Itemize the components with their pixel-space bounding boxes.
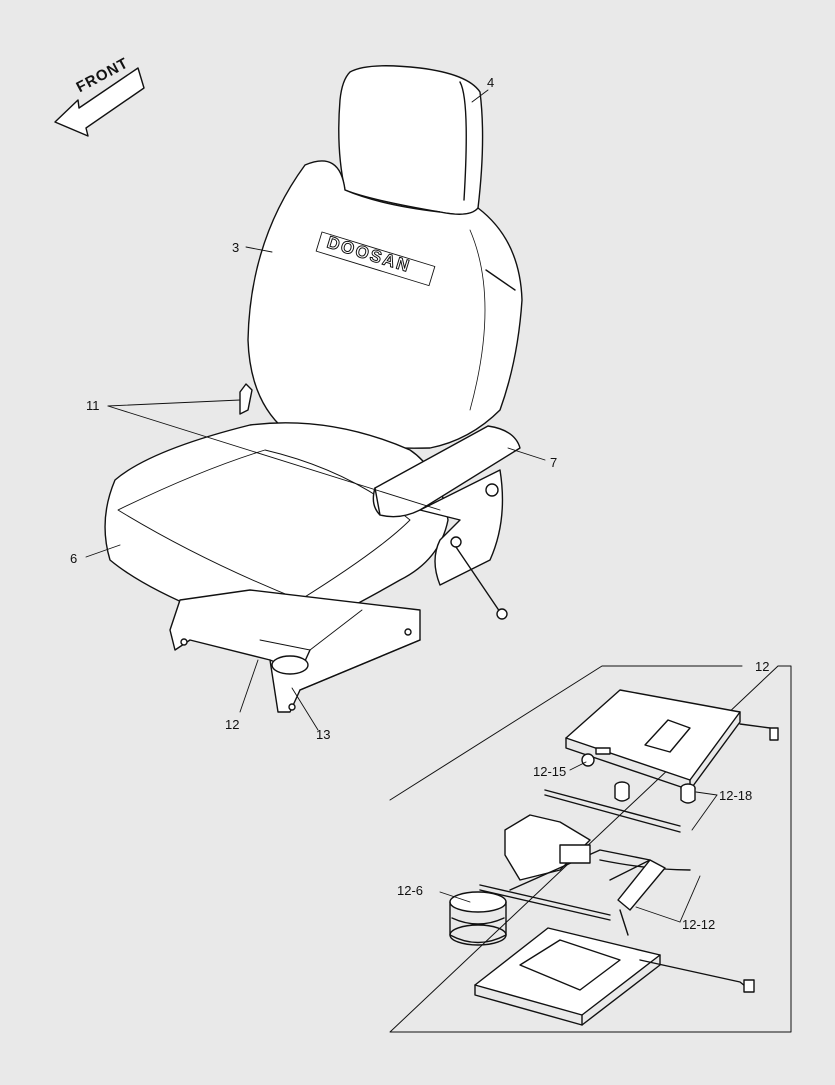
seat-base-part <box>169 589 421 713</box>
callout-6: 6 <box>70 551 78 566</box>
seat-cushion-part <box>104 422 449 634</box>
callout-12-15: 12-15 <box>533 764 567 779</box>
callout-12-12: 12-12 <box>682 917 716 932</box>
callout-12: 12 <box>225 717 240 732</box>
callout-7: 7 <box>550 455 558 470</box>
detail-box <box>389 665 792 1033</box>
leader-lines <box>85 89 546 731</box>
callout-4: 4 <box>487 75 495 90</box>
callout-3: 3 <box>232 240 240 255</box>
seat-back-part: DOOSAN <box>247 160 523 449</box>
callout-11: 11 <box>86 398 100 413</box>
detail-box-label: 12 <box>755 659 770 674</box>
armrest-part <box>372 425 521 620</box>
detail-leader-lines <box>439 761 718 923</box>
headrest-part <box>338 65 484 215</box>
air-spring-part <box>449 891 507 946</box>
callout-12-6: 12-6 <box>397 883 424 898</box>
suspension-top-plate <box>565 689 779 791</box>
front-arrow-icon <box>54 67 145 137</box>
callout-13: 13 <box>316 727 331 742</box>
suspension-base-plate <box>474 927 755 1026</box>
suspension-mechanism <box>479 781 696 936</box>
side-lever-part <box>239 383 253 415</box>
callout-12-18: 12-18 <box>719 788 753 803</box>
